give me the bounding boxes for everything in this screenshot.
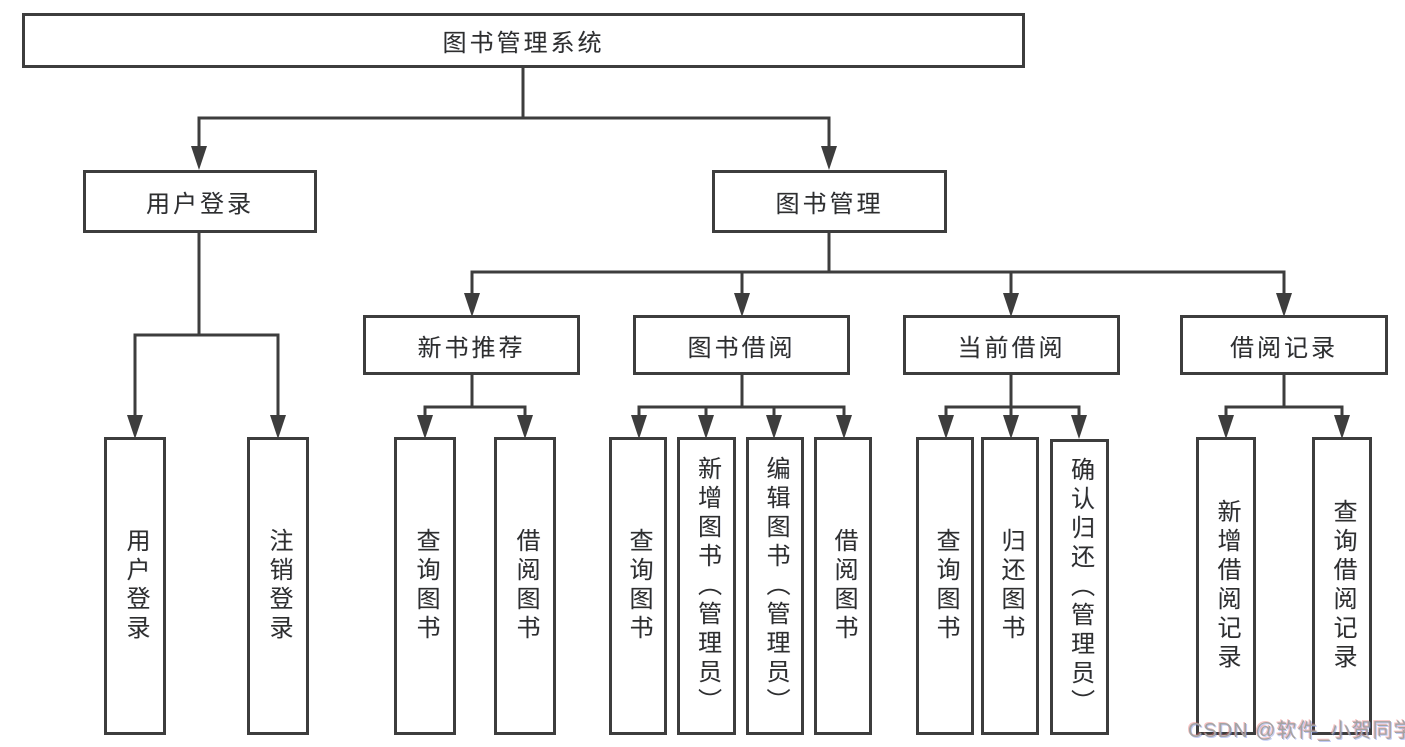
node-borrowing-records-label: 借阅记录 [1230, 334, 1338, 362]
arrowhead-icon [1071, 415, 1087, 439]
arrowhead-icon [734, 293, 750, 317]
node-book-management-label: 图书管理 [775, 191, 884, 218]
arrowhead-icon [821, 146, 837, 170]
connector-userlogin-to-leaves [133, 231, 280, 421]
arrowhead-icon [1276, 293, 1292, 317]
node-book-management: 图书管理 [712, 170, 947, 233]
node-book-borrowing: 图书借阅 [633, 315, 850, 375]
node-current-borrowing-label: 当前借阅 [957, 334, 1066, 362]
connector-current-to-leaves [944, 373, 1081, 421]
arrowhead-icon [270, 415, 286, 439]
arrowhead-icon [127, 415, 143, 439]
connector-borrowing-to-leaves [637, 373, 846, 421]
node-leaf-records-query-record-label: 查询借阅记录 [1329, 499, 1356, 673]
arrowhead-icon [464, 293, 480, 317]
node-leaf-borrow-edit-books: 编辑图书（管理员） [746, 437, 804, 735]
node-leaf-current-query-books-label: 查询图书 [932, 528, 959, 644]
node-leaf-borrow-edit-books-label: 编辑图书（管理员） [762, 455, 789, 717]
arrowhead-icon [698, 415, 714, 439]
arrowhead-icon [1334, 415, 1350, 439]
node-book-borrowing-label: 图书借阅 [687, 334, 796, 362]
arrowhead-icon [417, 415, 433, 439]
node-user-login: 用户登录 [83, 170, 317, 233]
connector-recommend-to-leaves [423, 373, 527, 421]
arrowhead-icon [938, 415, 954, 439]
node-leaf-current-confirm-return-label: 确认归还（管理员） [1066, 456, 1094, 718]
node-user-login-label: 用户登录 [146, 191, 254, 218]
node-leaf-recommend-query-books: 查询图书 [394, 437, 456, 735]
node-leaf-records-add-record: 新增借阅记录 [1196, 437, 1256, 735]
arrowhead-icon [1003, 415, 1019, 439]
node-leaf-borrow-borrow-books: 借阅图书 [814, 437, 872, 735]
node-leaf-current-query-books: 查询图书 [916, 437, 974, 735]
node-leaf-logout-label: 注销登录 [265, 528, 292, 644]
node-leaf-borrow-borrow-books-label: 借阅图书 [830, 528, 857, 644]
node-leaf-borrow-query-books: 查询图书 [609, 437, 667, 735]
connector-bookmgmt-to-level3 [470, 231, 1286, 299]
node-leaf-borrow-query-books-label: 查询图书 [625, 528, 652, 644]
node-leaf-borrow-add-books-label: 新增图书（管理员） [693, 455, 721, 717]
arrowhead-icon [191, 146, 207, 170]
arrowhead-icon [1003, 293, 1019, 317]
node-leaf-current-return-books: 归还图书 [981, 437, 1039, 735]
node-leaf-recommend-borrow-books: 借阅图书 [494, 437, 556, 735]
node-root: 图书管理系统 [22, 13, 1025, 68]
arrowhead-icon [517, 415, 533, 439]
arrowhead-icon [631, 415, 647, 439]
node-leaf-records-add-record-label: 新增借阅记录 [1213, 499, 1240, 673]
node-leaf-borrow-add-books: 新增图书（管理员） [677, 437, 736, 735]
arrowhead-icon [766, 415, 782, 439]
node-leaf-recommend-borrow-books-label: 借阅图书 [512, 528, 539, 644]
connector-records-to-leaves [1224, 373, 1344, 421]
node-leaf-records-query-record: 查询借阅记录 [1312, 437, 1372, 735]
node-root-label: 图书管理系统 [442, 30, 605, 57]
node-leaf-recommend-query-books-label: 查询图书 [412, 528, 439, 644]
arrowhead-icon [1218, 415, 1234, 439]
node-current-borrowing: 当前借阅 [903, 315, 1120, 375]
node-borrowing-records: 借阅记录 [1180, 315, 1388, 375]
node-leaf-current-confirm-return: 确认归还（管理员） [1050, 439, 1109, 735]
node-leaf-user-login: 用户登录 [104, 437, 166, 735]
node-new-book-recommend-label: 新书推荐 [417, 334, 526, 362]
node-leaf-current-return-books-label: 归还图书 [997, 528, 1024, 644]
arrowhead-icon [836, 415, 852, 439]
node-leaf-logout: 注销登录 [247, 437, 309, 735]
node-new-book-recommend: 新书推荐 [363, 315, 580, 375]
connector-root-to-level2 [197, 66, 831, 154]
node-leaf-user-login-label: 用户登录 [122, 528, 149, 644]
watermark: CSDN @软件_小贺同学 [1188, 720, 1405, 742]
